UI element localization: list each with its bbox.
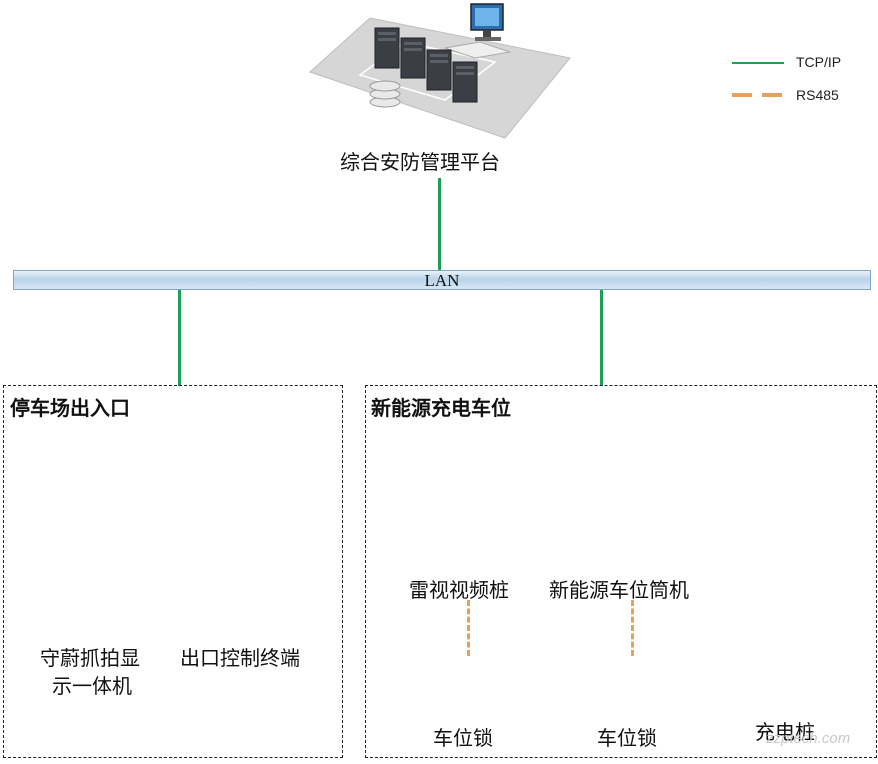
parking-lock-label-right: 车位锁 xyxy=(597,726,657,750)
watermark: zzptech.com xyxy=(766,730,851,747)
rs485-link-left xyxy=(467,600,470,656)
legend-tcpip-swatch xyxy=(732,62,784,64)
legend-rs485-swatch xyxy=(732,93,788,97)
ev-zone-title: 新能源充电车位 xyxy=(371,396,511,420)
legend-tcpip-label: TCP/IP xyxy=(796,54,842,70)
lan-parking-link xyxy=(178,290,181,386)
legend-rs485-label: RS485 xyxy=(796,87,839,103)
server-cluster-icon xyxy=(309,3,571,139)
ev-zone xyxy=(365,385,877,758)
parking-lock-label-left: 车位锁 xyxy=(433,726,493,750)
platform-lan-link xyxy=(438,178,441,270)
parking-zone xyxy=(3,385,343,758)
lan-bus: LAN xyxy=(13,270,871,290)
legend: TCP/IP RS485 xyxy=(730,52,860,112)
lan-label: LAN xyxy=(424,271,460,290)
platform-label: 综合安防管理平台 xyxy=(340,150,500,174)
charging-pile-label: 充电桩 xyxy=(755,720,815,744)
capture-display-unit-label-line1: 守蔚抓拍显 xyxy=(40,646,140,670)
radar-video-post-label: 雷视视频桩 xyxy=(409,578,509,602)
parking-zone-title: 停车场出入口 xyxy=(10,396,130,420)
lan-ev-link xyxy=(600,290,603,386)
ev-space-camera-label: 新能源车位筒机 xyxy=(549,578,689,602)
exit-control-terminal-label: 出口控制终端 xyxy=(180,646,300,670)
capture-display-unit-label-line2: 示一体机 xyxy=(52,674,132,698)
rs485-link-right xyxy=(631,600,634,656)
